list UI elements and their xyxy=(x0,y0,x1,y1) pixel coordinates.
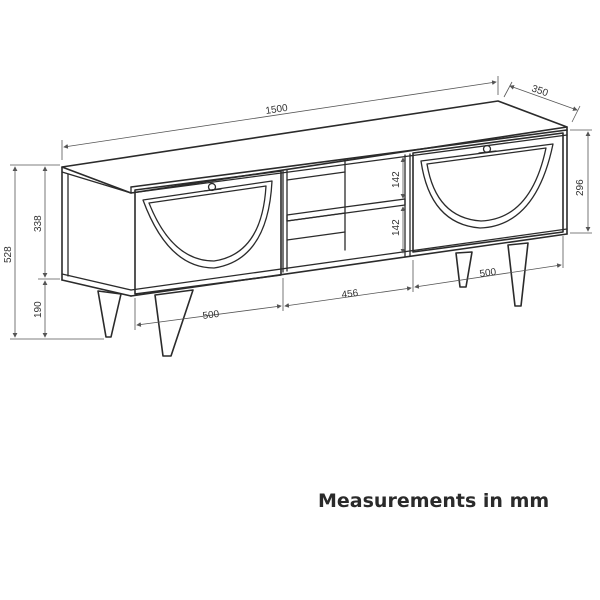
label-shelf-lower: 142 xyxy=(391,219,402,236)
middle-shelf xyxy=(286,198,406,222)
label-shelf-upper: 142 xyxy=(391,171,402,188)
left-door-arch xyxy=(142,180,273,269)
left-door xyxy=(134,170,282,295)
label-total-height: 528 xyxy=(3,246,14,263)
dim-left-door-width-line xyxy=(136,304,282,327)
cabinet-body xyxy=(61,100,568,297)
leg-back-right xyxy=(455,251,473,288)
label-depth: 350 xyxy=(530,83,550,99)
right-door xyxy=(412,132,564,253)
label-right-door-width: 500 xyxy=(479,267,497,280)
label-width: 1500 xyxy=(265,103,289,117)
label-left-door-width: 500 xyxy=(202,309,220,322)
label-body-height: 338 xyxy=(33,215,44,232)
leg-front-right xyxy=(507,242,529,307)
label-leg-height: 190 xyxy=(33,301,44,318)
top-surface xyxy=(61,100,568,194)
dim-depth-line xyxy=(509,85,578,111)
label-door-height: 296 xyxy=(575,179,586,196)
right-door-arch xyxy=(420,143,554,229)
dimension-lines xyxy=(10,76,592,340)
leg-front-left xyxy=(97,290,122,338)
legs xyxy=(97,242,529,357)
label-middle-width: 456 xyxy=(341,288,359,301)
dim-right-door-width-line xyxy=(414,263,562,289)
dimension-labels: 1500 350 296 528 338 190 142 142 500 456… xyxy=(3,83,586,322)
dim-width-line xyxy=(63,80,497,149)
leg-front-middle xyxy=(154,289,194,357)
measurements-caption: Measurements in mm xyxy=(318,490,550,512)
dim-middle-width-line xyxy=(284,286,412,308)
